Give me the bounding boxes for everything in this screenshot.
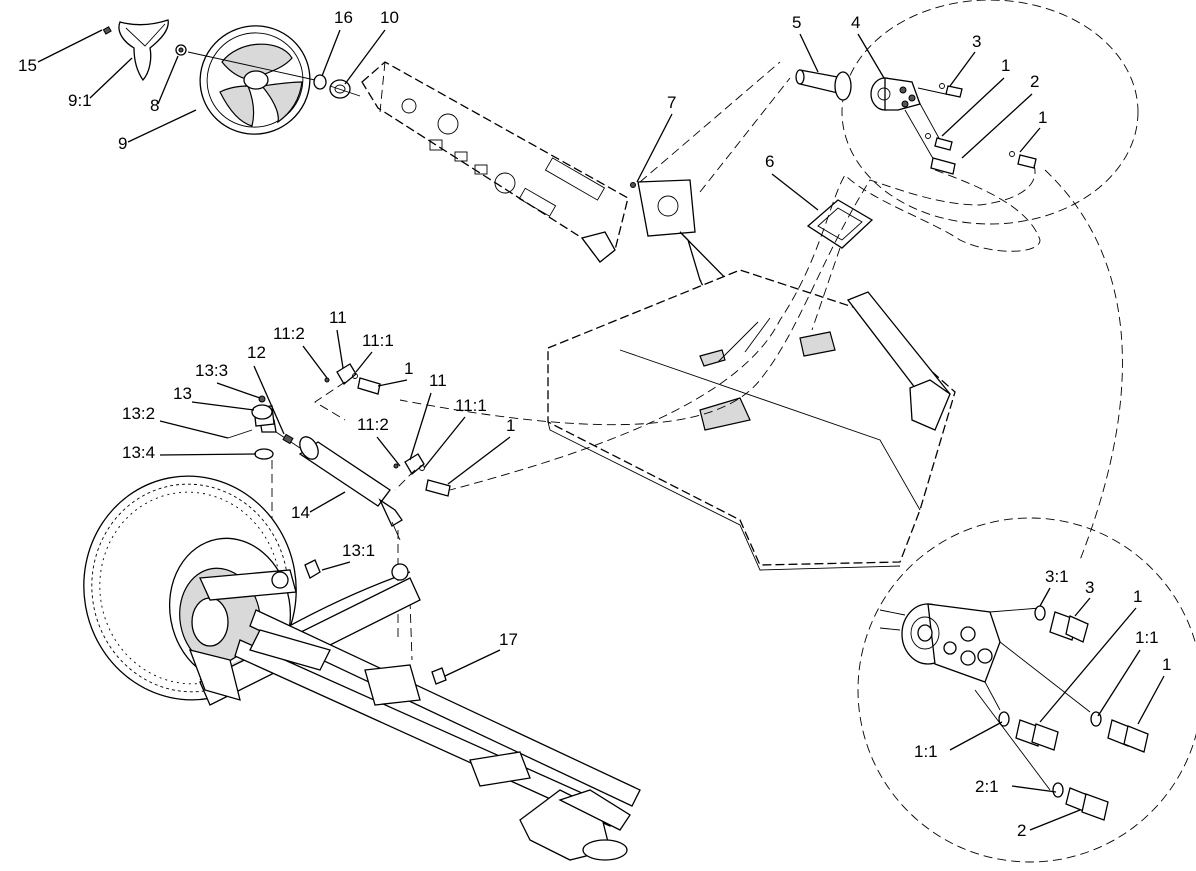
fittings-top <box>925 83 1037 175</box>
callout-16: 16 <box>334 8 353 27</box>
hose-route-b <box>399 164 1036 426</box>
callout-2-detail: 2 <box>1017 821 1026 840</box>
callout-1-1-left: 1:1 <box>914 742 938 761</box>
fittings-cylinder <box>324 363 451 497</box>
callout-1-top-b: 1 <box>1038 108 1047 127</box>
callout-17: 17 <box>499 630 518 649</box>
steering-cap <box>102 19 169 82</box>
steering-cylinder <box>259 419 403 541</box>
jam-nut <box>304 559 321 579</box>
steering-valve-top <box>870 77 921 111</box>
callout-14: 14 <box>291 503 310 522</box>
callout-11-2-b: 11:2 <box>357 415 389 434</box>
callout-13: 13 <box>173 384 192 403</box>
floor-pan <box>547 269 956 571</box>
callout-2-1: 2:1 <box>975 777 999 796</box>
callout-1-top-a: 1 <box>1001 56 1010 75</box>
dash-panel <box>361 61 629 263</box>
callout-8: 8 <box>150 96 159 115</box>
callout-1-detail-a: 1 <box>1133 587 1142 606</box>
fittings-detail <box>998 605 1149 821</box>
detail-circle-bottom <box>857 517 1196 863</box>
boot-seal <box>806 199 874 331</box>
steering-valve-detail <box>879 603 1001 683</box>
callout-3-detail: 3 <box>1085 578 1094 597</box>
axle-nut <box>431 667 447 685</box>
callout-1-1-right: 1:1 <box>1135 628 1159 647</box>
callout-13-1: 13:1 <box>342 541 375 560</box>
callout-11-1-b: 11:1 <box>455 396 487 415</box>
callout-3-1: 3:1 <box>1045 567 1069 586</box>
callout-11-a: 11 <box>329 308 347 327</box>
steering-column <box>795 69 852 101</box>
leader-lines <box>37 29 1165 831</box>
callout-12: 12 <box>247 343 266 362</box>
callout-7: 7 <box>667 93 676 112</box>
callout-4: 4 <box>851 13 860 32</box>
steering-pedestal <box>637 61 791 311</box>
spacer-washer <box>313 74 327 90</box>
callout-13-2: 13:2 <box>122 404 155 423</box>
callout-13-4: 13:4 <box>122 443 155 462</box>
cap-screw <box>102 26 112 35</box>
detail-link-line <box>1044 169 1123 561</box>
callout-15: 15 <box>18 56 37 75</box>
callout-3-top: 3 <box>972 32 981 51</box>
callout-11-b: 11 <box>429 371 447 390</box>
hose-route-a <box>449 169 1041 491</box>
callout-11-2-a: 11:2 <box>273 324 305 343</box>
callout-1-mid-a: 1 <box>404 359 413 378</box>
callout-9-1: 9:1 <box>68 91 92 110</box>
callout-11-1-a: 11:1 <box>362 331 394 350</box>
callout-1-mid-b: 1 <box>506 416 515 435</box>
callout-9: 9 <box>118 134 127 153</box>
callout-2-top: 2 <box>1030 72 1039 91</box>
callout-5: 5 <box>792 13 801 32</box>
callout-1-detail-b: 1 <box>1162 655 1171 674</box>
callout-10: 10 <box>380 8 399 27</box>
callout-13-3: 13:3 <box>195 361 228 380</box>
callout-6: 6 <box>765 152 774 171</box>
tie-rod-end <box>227 395 294 460</box>
steering-wheel <box>199 25 311 135</box>
front-axle <box>188 563 641 861</box>
pedestal-screw <box>630 182 636 188</box>
detail-circle-top <box>841 0 1139 225</box>
